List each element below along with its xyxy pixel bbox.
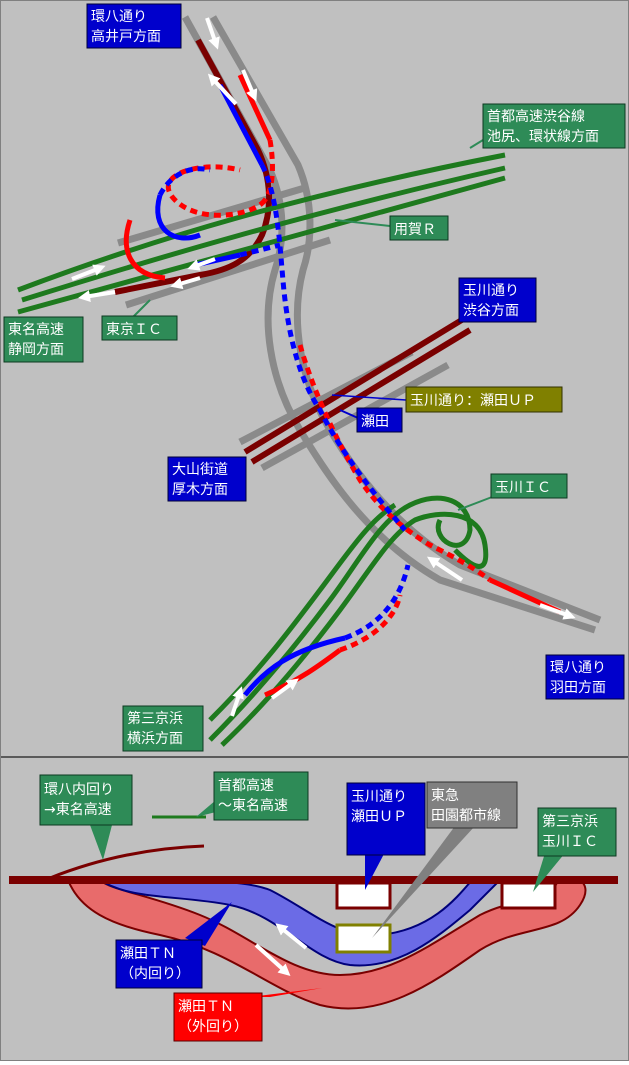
tamagawa-ic-structure: [500, 881, 557, 910]
seta-tunnel-outer-band: [66, 879, 587, 1010]
red-route: [123, 73, 562, 698]
label-oyama-atsugi: 大山街道 厚木方面: [167, 456, 247, 502]
label-seta: 瀬田: [356, 407, 403, 433]
tunnel-arrows: [254, 923, 308, 977]
label-line: 高井戸方面: [91, 28, 161, 45]
label-line: 第三京浜: [127, 710, 183, 727]
label-shuto-tomei: 首都高速 ～東名高速: [213, 771, 309, 821]
arrow-tomei-out: [71, 264, 106, 281]
arrow-ramp-in: [187, 257, 216, 271]
label-line: 首都高速渋谷線: [487, 108, 585, 125]
label-line: 渋谷方面: [463, 303, 519, 319]
arrow-top-down: [241, 69, 258, 102]
arrow-tunnel-inner: [275, 923, 308, 950]
callout-tamagawa-ic-pointer: [533, 853, 565, 892]
label-tokyo-ic: 東京ＩＣ: [101, 315, 178, 341]
arrow-daisan-1: [230, 686, 244, 717]
callout-kanpachi-pointer: [90, 825, 112, 860]
label-line: 羽田方面: [550, 680, 606, 696]
label-line: 玉川通り: [351, 789, 407, 805]
label-line: ～東名高速: [218, 797, 288, 814]
label-line: 第三京浜: [542, 813, 598, 830]
label-shuto-shibuya: 首都高速渋谷線 池尻、環状線方面: [482, 103, 626, 149]
arrow-tunnel-outer: [254, 943, 291, 977]
blue-route: [155, 83, 411, 697]
top-leader-lines: [131, 139, 493, 511]
label-line: 玉川ＩＣ: [542, 834, 598, 850]
arrow-top-right: [205, 17, 220, 50]
label-tokyu-denentoshi: 東急 田園都市線: [426, 781, 518, 829]
direction-arrows: [71, 17, 576, 717]
label-seta-tn-inner: 瀬田ＴＮ （内回り）: [115, 939, 203, 989]
label-seta-up: 玉川通り 瀬田ＵＰ: [346, 782, 426, 856]
label-line: 玉川通り: [463, 283, 519, 299]
callout-seta-outer-pointer: [250, 988, 322, 997]
label-line: （外回り）: [178, 1019, 248, 1035]
label-kanpachi-takaido: 環八通り 高井戸方面: [86, 3, 182, 49]
label-line: 玉川通り：瀬田ＵＰ: [410, 393, 536, 409]
callout-seta-up-pointer: [365, 852, 385, 890]
label-line: 池尻、環状線方面: [487, 129, 599, 145]
label-line: 厚木方面: [172, 482, 228, 498]
label-line: 用賀Ｒ: [394, 222, 436, 238]
label-seta-tn-outer: 瀬田ＴＮ （外回り）: [173, 992, 263, 1042]
label-daisan-keihin: 第三京浜 横浜方面: [122, 705, 204, 752]
label-tomei-shizuoka: 東名高速 静岡方面: [3, 316, 84, 363]
arrow-tamagawa-ic: [427, 556, 464, 582]
top-map: 環八通り 高井戸方面 首都高速渋谷線 池尻、環状線方面 用賀Ｒ 東名高速 静岡方…: [3, 3, 626, 752]
label-line: 静岡方面: [8, 342, 64, 358]
label-yoga-r: 用賀Ｒ: [389, 215, 449, 241]
seta-tunnel-inner-band: [96, 879, 503, 967]
callout-seta-inner-pointer: [185, 902, 232, 946]
arrow-tomei-in: [78, 290, 116, 302]
label-line: 環八内回り: [44, 782, 114, 798]
arrow-ramp-in-2: [170, 276, 201, 290]
label-line: 東名高速: [8, 321, 64, 338]
label-line: 大山街道: [172, 462, 228, 478]
daisan-keihin-expressway: [208, 495, 489, 747]
label-line: 環八通り: [550, 660, 606, 676]
arrow-daisan-2: [270, 678, 299, 700]
tokyu-line-box: [335, 923, 392, 954]
callout-shuto-pointer: [196, 800, 216, 817]
label-line: 田園都市線: [431, 807, 501, 824]
arrow-top-up: [207, 73, 238, 106]
label-line: 環八通り: [91, 9, 147, 25]
tamagawa-dori-road: [243, 315, 472, 465]
label-line: （内回り）: [120, 966, 190, 982]
label-line: 東急: [431, 788, 459, 804]
callout-tokyu-pointer: [372, 826, 475, 938]
label-line: 瀬田ＵＰ: [351, 809, 407, 825]
label-line: 首都高速: [218, 777, 274, 794]
label-tamagawa-shibuya: 玉川通り 渋谷方面: [458, 277, 537, 323]
label-line: 東京ＩＣ: [106, 322, 162, 338]
label-daisan-tamagawa-ic: 第三京浜 玉川ＩＣ: [537, 807, 617, 857]
seta-up-leader: [331, 394, 407, 401]
label-line: 横浜方面: [127, 731, 183, 747]
label-tamagawa-ic: 玉川ＩＣ: [490, 473, 568, 499]
label-line: 瀬田ＴＮ: [120, 946, 176, 962]
label-line: →東名高速: [44, 801, 112, 818]
label-line: 玉川ＩＣ: [495, 480, 551, 496]
arrow-haneda: [539, 603, 576, 620]
label-kanpachi-inner-tomei: 環八内回り →東名高速: [39, 774, 133, 826]
label-line: 瀬田ＴＮ: [178, 999, 234, 1015]
label-kanpachi-haneda: 環八通り 羽田方面: [545, 654, 625, 700]
label-line: 瀬田: [361, 414, 389, 430]
shuto-tomei-expressway: [17, 152, 506, 315]
bottom-section: 環八内回り →東名高速 首都高速 ～東名高速 玉川通り 瀬田ＵＰ 東急 田園都市…: [9, 771, 618, 1042]
kanpachi-inner-tomei-ramp: [49, 844, 205, 880]
label-tamagawa-seta-up: 玉川通り：瀬田ＵＰ: [405, 386, 563, 413]
seta-up-structure: [335, 881, 392, 910]
